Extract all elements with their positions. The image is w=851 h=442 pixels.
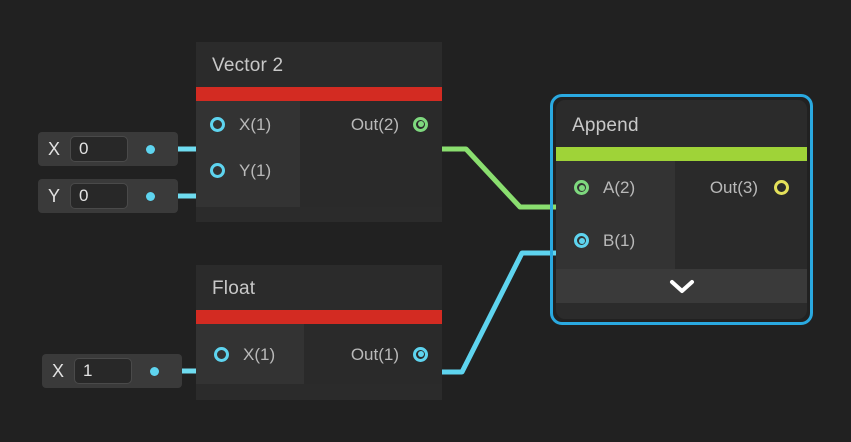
port-row-input[interactable]: X(1): [210, 101, 300, 147]
param-connector-dot[interactable]: [146, 191, 155, 201]
node-accent-bar: [556, 147, 807, 161]
param-label: Y: [48, 186, 61, 206]
port-x1-icon[interactable]: [210, 116, 225, 132]
node-accent-bar: [196, 87, 442, 101]
node-accent-bar: [196, 310, 442, 324]
node-float[interactable]: Float X(1) Out(1): [196, 265, 442, 400]
param-connector-dot[interactable]: [146, 144, 155, 154]
param-label: X: [52, 361, 65, 381]
param-connector-dot[interactable]: [150, 366, 159, 376]
port-label: B(1): [603, 231, 636, 250]
param-widget-float-x[interactable]: X: [42, 354, 182, 388]
port-out1-icon[interactable]: [413, 346, 428, 362]
port-row-output[interactable]: Out(3): [675, 161, 789, 214]
node-input-column: X(1) Y(1): [196, 101, 300, 207]
port-row-input[interactable]: A(2): [574, 161, 675, 214]
param-widget-vector2-x[interactable]: X: [38, 132, 178, 166]
port-label: X(1): [239, 114, 272, 134]
node-output-column: Out(2): [300, 101, 442, 207]
param-widget-vector2-y[interactable]: Y: [38, 179, 178, 213]
node-body: A(2) B(1) Out(3): [556, 161, 807, 269]
port-row-output[interactable]: Out(1): [304, 324, 428, 384]
port-row-input[interactable]: X(1): [214, 324, 304, 384]
port-a2-icon[interactable]: [574, 180, 589, 195]
node-title: Append: [572, 115, 639, 136]
port-label: X(1): [243, 344, 276, 364]
port-b1-icon[interactable]: [574, 233, 589, 248]
port-label: A(2): [603, 178, 636, 197]
param-input-vector2-x[interactable]: [70, 136, 128, 162]
node-expander-button[interactable]: [556, 269, 807, 303]
node-output-column: Out(1): [304, 324, 442, 384]
node-input-column: X(1): [196, 324, 304, 384]
port-row-input[interactable]: B(1): [574, 214, 675, 267]
port-row-output[interactable]: Out(2): [300, 101, 428, 147]
port-out3-icon[interactable]: [774, 180, 789, 195]
port-x1-icon[interactable]: [214, 346, 229, 362]
port-label: Out(2): [350, 114, 399, 134]
node-title: Vector 2: [212, 55, 284, 76]
port-label: Out(1): [350, 344, 399, 364]
port-y1-icon[interactable]: [210, 162, 225, 178]
node-output-column: Out(3): [675, 161, 807, 269]
node-input-column: A(2) B(1): [556, 161, 675, 269]
node-title: Float: [212, 278, 256, 299]
chevron-down-icon: [669, 280, 694, 293]
port-label: Out(3): [709, 178, 758, 197]
port-row-input[interactable]: Y(1): [210, 147, 300, 193]
node-body: X(1) Out(1): [196, 324, 442, 384]
param-input-vector2-y[interactable]: [70, 183, 128, 209]
port-out2-icon[interactable]: [413, 116, 428, 132]
node-body: X(1) Y(1) Out(2): [196, 101, 442, 207]
node-append[interactable]: Append A(2) B(1) Out(3): [556, 100, 807, 319]
param-input-float-x[interactable]: [74, 358, 132, 384]
node-vector2[interactable]: Vector 2 X(1) Y(1) Out(2): [196, 42, 442, 222]
param-label: X: [48, 139, 61, 159]
port-label: Y(1): [239, 160, 272, 180]
